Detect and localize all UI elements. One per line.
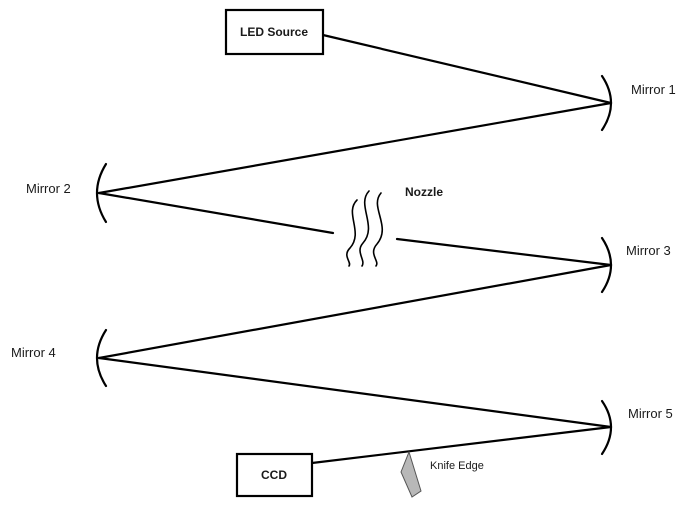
mirror-4-arc <box>95 328 108 388</box>
mirror-1-arc <box>600 74 613 132</box>
led-source-box <box>224 8 325 56</box>
mirror-5-label: Mirror 5 <box>628 406 673 421</box>
nozzle-label: Nozzle <box>405 185 443 199</box>
beam-mirror-5-to-ccd <box>310 425 613 465</box>
beam-nozzle-to-mirror-3 <box>395 237 613 267</box>
knife-edge-label: Knife Edge <box>430 460 484 472</box>
beam-mirror-1-to-mirror-2 <box>97 101 613 195</box>
mirror-3-label: Mirror 3 <box>626 243 671 258</box>
mirror-2-label: Mirror 2 <box>26 181 71 196</box>
ccd-box <box>235 452 314 498</box>
mirror-3-arc <box>600 236 613 294</box>
led-source-label: LED Source <box>240 25 308 39</box>
mirror-2-arc <box>96 162 108 224</box>
mirror-1-label: Mirror 1 <box>631 82 676 97</box>
beam-mirror-4-to-mirror-5 <box>97 356 613 429</box>
mirror-5-arc <box>600 399 613 456</box>
knife-edge-icon <box>400 450 422 498</box>
ccd-label: CCD <box>261 468 287 482</box>
beam-mirror-2-to-nozzle <box>97 191 335 235</box>
mirror-4-label: Mirror 4 <box>11 345 56 360</box>
nozzle-flow-icon <box>346 190 383 267</box>
beam-mirror-3-to-mirror-4 <box>97 263 613 360</box>
beam-source-to-mirror-1 <box>321 33 613 105</box>
